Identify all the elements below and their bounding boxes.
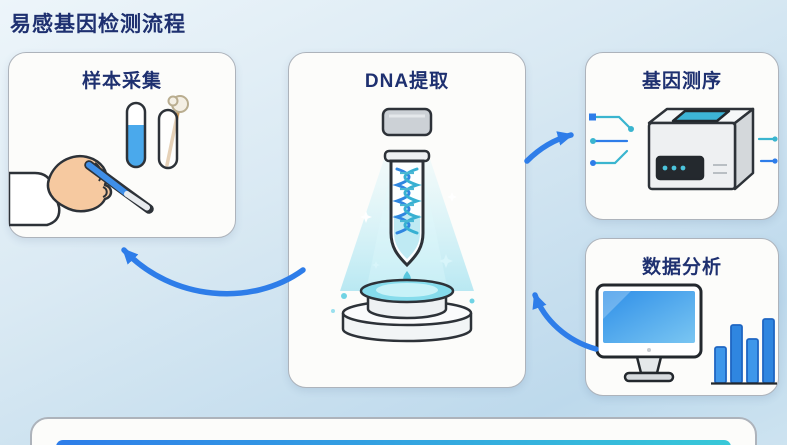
arrow-to-sample-collection-icon: [121, 247, 306, 297]
monitor-bar-chart-icon: [595, 283, 777, 385]
progress-strip: [56, 440, 731, 445]
bottom-panel: [30, 417, 757, 445]
card-gene-sequencing: 基因测序: [585, 52, 779, 220]
test-tube-swab-icon: [157, 95, 189, 170]
monitor-icon: [595, 283, 703, 383]
test-tube-liquid-icon: [125, 101, 147, 169]
page-title: 易感基因检测流程: [10, 13, 186, 36]
sequencer-machine-icon: [589, 107, 778, 191]
dna-extraction-label: DNA提取: [364, 71, 450, 92]
gene-sequencing-label: 基因测序: [641, 71, 722, 92]
circuit-traces-icon: [589, 113, 778, 166]
pedestal-icon: [331, 278, 475, 343]
arrow-extraction-to-sequencing-icon: [524, 131, 574, 164]
sample-collection-label: 样本采集: [81, 71, 162, 92]
hand-swab-test-tubes-icon: [9, 95, 189, 227]
card-data-analysis: 数据分析: [585, 238, 779, 396]
tube-cap-icon: [381, 107, 433, 137]
hand-holding-swab-icon: [9, 154, 154, 227]
dna-tube-pedestal-icon: [331, 107, 475, 343]
sequencer-body-icon: [647, 107, 755, 191]
card-dna-extraction: DNA提取: [288, 52, 526, 388]
dna-test-tube-icon: [383, 149, 431, 284]
bar-chart-icon: [711, 318, 777, 385]
sparkle-icons: [360, 192, 457, 269]
data-analysis-label: 数据分析: [641, 257, 722, 278]
card-sample-collection: 样本采集: [8, 52, 236, 238]
